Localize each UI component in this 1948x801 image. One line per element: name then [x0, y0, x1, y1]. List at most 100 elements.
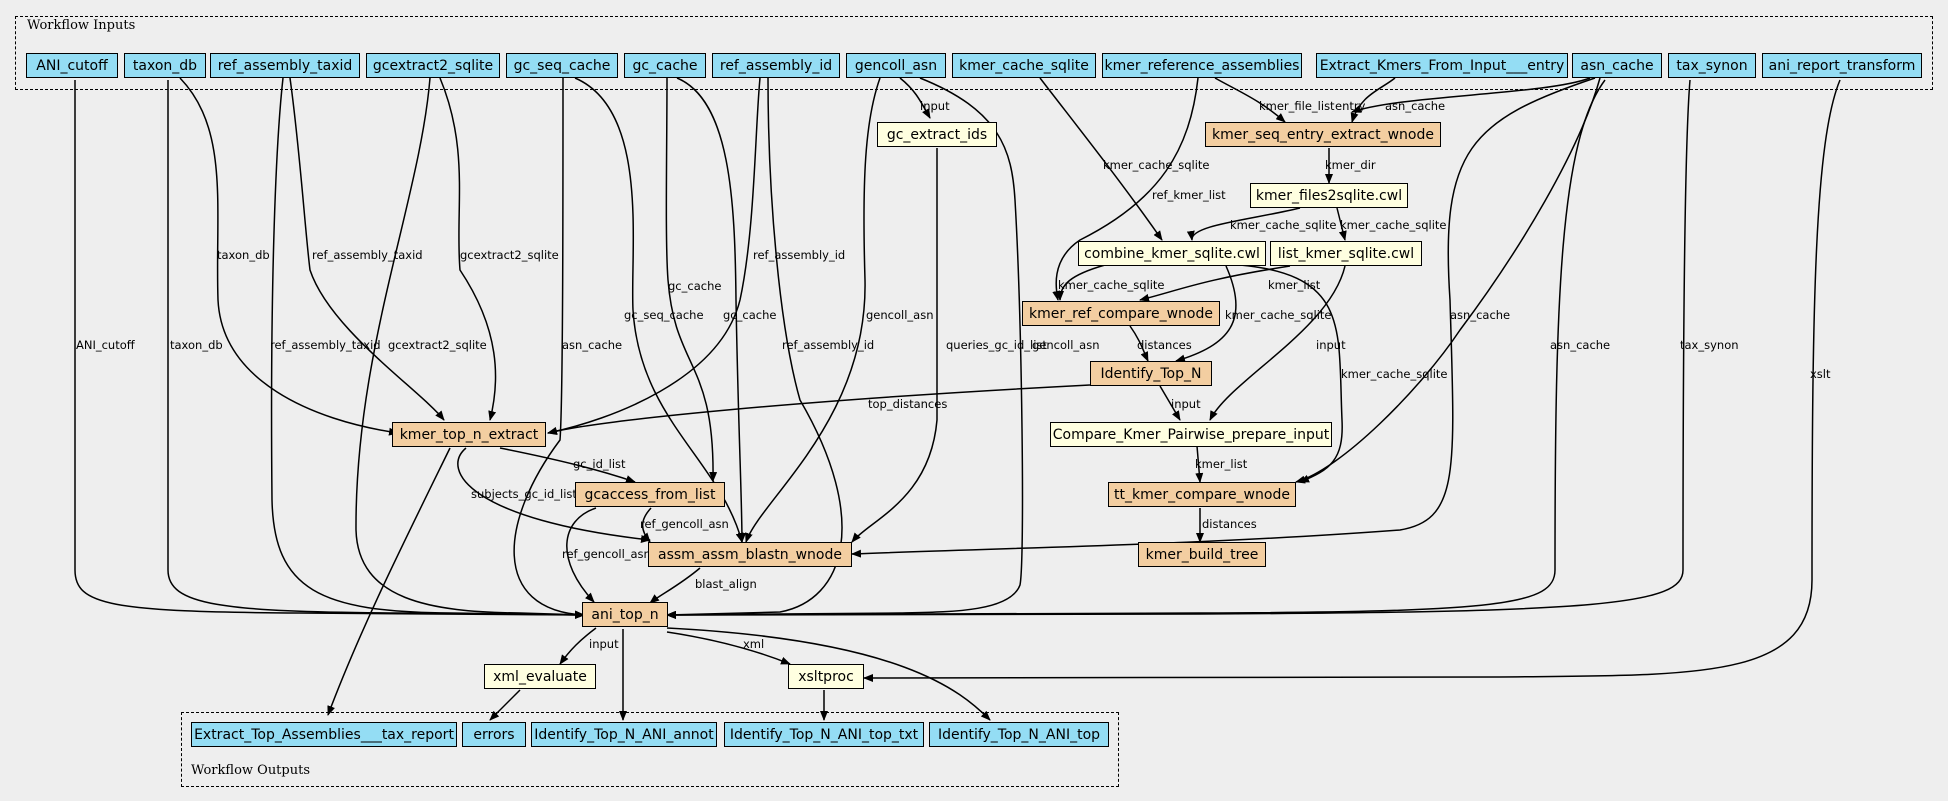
workflow-node-kmer-ref-compare-wnode[interactable]: kmer_ref_compare_wnode [1022, 301, 1220, 326]
edge-label: kmer_cache_sqlite [1340, 218, 1447, 232]
edge-label: ref_assembly_taxid [312, 248, 423, 262]
edge-label: taxon_db [170, 338, 223, 352]
edge-label: ref_gencoll_asn [562, 547, 651, 561]
edge-label: kmer_list [1268, 278, 1321, 292]
edge-label: gc_cache [723, 308, 776, 322]
edge-asn-ani [666, 79, 1606, 619]
workflow-node-gcaccess-from-list[interactable]: gcaccess_from_list [575, 482, 725, 507]
input-node-taxon-db[interactable]: taxon_db [124, 53, 206, 78]
edge-label: asn_cache [1450, 308, 1510, 322]
input-node-ani-report-transform[interactable]: ani_report_transform [1762, 53, 1922, 78]
input-node-ref-assembly-taxid[interactable]: ref_assembly_taxid [210, 53, 360, 78]
input-node-kmer-reference-assemblies[interactable]: kmer_reference_assemblies [1102, 53, 1302, 78]
edge-ref-id-ani [666, 77, 843, 619]
edge-combine-tt [1239, 264, 1343, 483]
edge-label: input [1171, 397, 1201, 411]
edge-gc-cache-gcaccess [665, 77, 718, 482]
edge-label: tax_synon [1680, 338, 1739, 352]
tool-node-xsltproc[interactable]: xsltproc [788, 664, 864, 689]
edge-combine-refcompare [1056, 264, 1106, 301]
edge-label: kmer_cache_sqlite [1230, 218, 1337, 232]
edge-label: xslt [1810, 367, 1831, 381]
tool-node-kmer-files2sqlite[interactable]: kmer_files2sqlite.cwl [1250, 183, 1408, 208]
output-node-identify-top-n-ani-top[interactable]: Identify_Top_N_ANI_top [929, 722, 1109, 747]
input-node-gencoll-asn[interactable]: gencoll_asn [846, 53, 946, 78]
edge-label: kmer_cache_sqlite [1341, 367, 1448, 381]
workflow-node-assm-assm-blastn-wnode[interactable]: assm_assm_blastn_wnode [648, 542, 852, 567]
tool-node-combine-kmer-sqlite[interactable]: combine_kmer_sqlite.cwl [1078, 241, 1266, 266]
output-node-extract-top-assemblies-tax-report[interactable]: Extract_Top_Assemblies___tax_report [191, 722, 457, 747]
workflow-outputs-label: Workflow Outputs [191, 763, 310, 778]
output-node-identify-top-n-ani-annot[interactable]: Identify_Top_N_ANI_annot [531, 722, 717, 747]
edge-assm-ani [649, 567, 701, 604]
edge-identify-compareprep [1159, 385, 1181, 421]
edge-label: xml [743, 637, 764, 651]
edge-taxon-db-topn [179, 77, 399, 436]
workflow-node-ani-top-n[interactable]: ani_top_n [582, 602, 668, 627]
input-node-extract-kmers-entry[interactable]: Extract_Kmers_From_Input___entry [1316, 53, 1568, 78]
output-node-errors[interactable]: errors [462, 722, 526, 747]
workflow-node-identify-top-n[interactable]: Identify_Top_N [1090, 361, 1212, 386]
edge-taxon-db-ani [167, 80, 585, 619]
edge-label: gencoll_asn [866, 308, 934, 322]
edge-asn-seqentry [1351, 77, 1591, 113]
edge-topn-assm [457, 447, 651, 543]
input-node-gcextract2-sqlite[interactable]: gcextract2_sqlite [366, 53, 500, 78]
edge-label: kmer_list [1195, 457, 1248, 471]
input-node-asn-cache[interactable]: asn_cache [1572, 53, 1662, 78]
edge-label: ref_assembly_id [782, 338, 874, 352]
edge-label: ref_gencoll_asn [640, 517, 729, 531]
edge-identify-topn [547, 384, 1091, 435]
edge-label: ANI_cutoff [76, 338, 136, 352]
workflow-node-kmer-build-tree[interactable]: kmer_build_tree [1138, 542, 1266, 567]
input-node-gc-cache[interactable]: gc_cache [624, 53, 706, 78]
edge-label: kmer_dir [1325, 158, 1376, 172]
edge-label: gcextract2_sqlite [388, 338, 487, 352]
workflow-node-kmer-top-n-extract[interactable]: kmer_top_n_extract [392, 422, 546, 447]
workflow-node-kmer-seq-entry-extract-wnode[interactable]: kmer_seq_entry_extract_wnode [1205, 122, 1441, 147]
edge-kmerfiles-combine [1186, 207, 1301, 241]
input-node-kmer-cache-sqlite[interactable]: kmer_cache_sqlite [952, 53, 1096, 78]
edge-ref-taxid-ani [270, 77, 585, 619]
edge-label: taxon_db [217, 248, 270, 262]
edge-combine-identify [1175, 265, 1237, 363]
edge-kmer-cache-combine [1039, 77, 1163, 241]
edge-kmer-refs-seqentry [1214, 77, 1286, 123]
edge-label: input [589, 637, 619, 651]
edge-label: input [920, 99, 950, 113]
tool-node-gc-extract-ids[interactable]: gc_extract_ids [877, 122, 997, 147]
input-node-ani-cutoff[interactable]: ANI_cutoff [26, 53, 118, 78]
workflow-node-tt-kmer-compare-wnode[interactable]: tt_kmer_compare_wnode [1108, 482, 1296, 507]
edge-gcextract-topn [439, 77, 497, 421]
edge-entry-seqentry [1350, 77, 1396, 123]
edge-label: kmer_cache_sqlite [1103, 158, 1210, 172]
workflow-inputs-label: Workflow Inputs [27, 18, 136, 33]
edge-asn-cache-ani [513, 77, 585, 619]
edge-kmer-refs-refcompare [1052, 77, 1199, 301]
edge-label: ref_assembly_taxid [270, 338, 381, 352]
edge-gencoll-ani [666, 77, 1024, 619]
edge-label: gencoll_asn [1032, 338, 1100, 352]
edge-label: kmer_cache_sqlite [1225, 308, 1332, 322]
workflow-outputs-cluster [181, 712, 1119, 787]
edge-labels: ANI_cutoff taxon_db taxon_db ref_assembl… [76, 99, 1831, 651]
edge-asn-assm [851, 77, 1596, 558]
tool-node-xml-evaluate[interactable]: xml_evaluate [484, 664, 596, 689]
edge-kmerfiles-list [1336, 207, 1347, 241]
edge-ani-anitop [666, 627, 991, 721]
edge-topn-gcaccess [499, 447, 636, 483]
input-node-ref-assembly-id[interactable]: ref_assembly_id [712, 53, 840, 78]
tool-node-list-kmer-sqlite[interactable]: list_kmer_sqlite.cwl [1270, 241, 1422, 266]
tool-node-compare-kmer-pairwise-prepare-input[interactable]: Compare_Kmer_Pairwise_prepare_input [1050, 422, 1332, 447]
input-node-gc-seq-cache[interactable]: gc_seq_cache [506, 53, 618, 78]
edge-gcextract-ani [355, 77, 585, 619]
edge-label: queries_gc_id_list [946, 338, 1047, 352]
input-node-tax-synon[interactable]: tax_synon [1668, 53, 1756, 78]
edge-label: kmer_file_list [1259, 99, 1335, 113]
edge-label: asn_cache [1550, 338, 1610, 352]
edge-label: gcextract2_sqlite [460, 248, 559, 262]
output-node-identify-top-n-ani-top-txt[interactable]: Identify_Top_N_ANI_top_txt [724, 722, 924, 747]
edge-list-refcompare [1139, 265, 1291, 302]
